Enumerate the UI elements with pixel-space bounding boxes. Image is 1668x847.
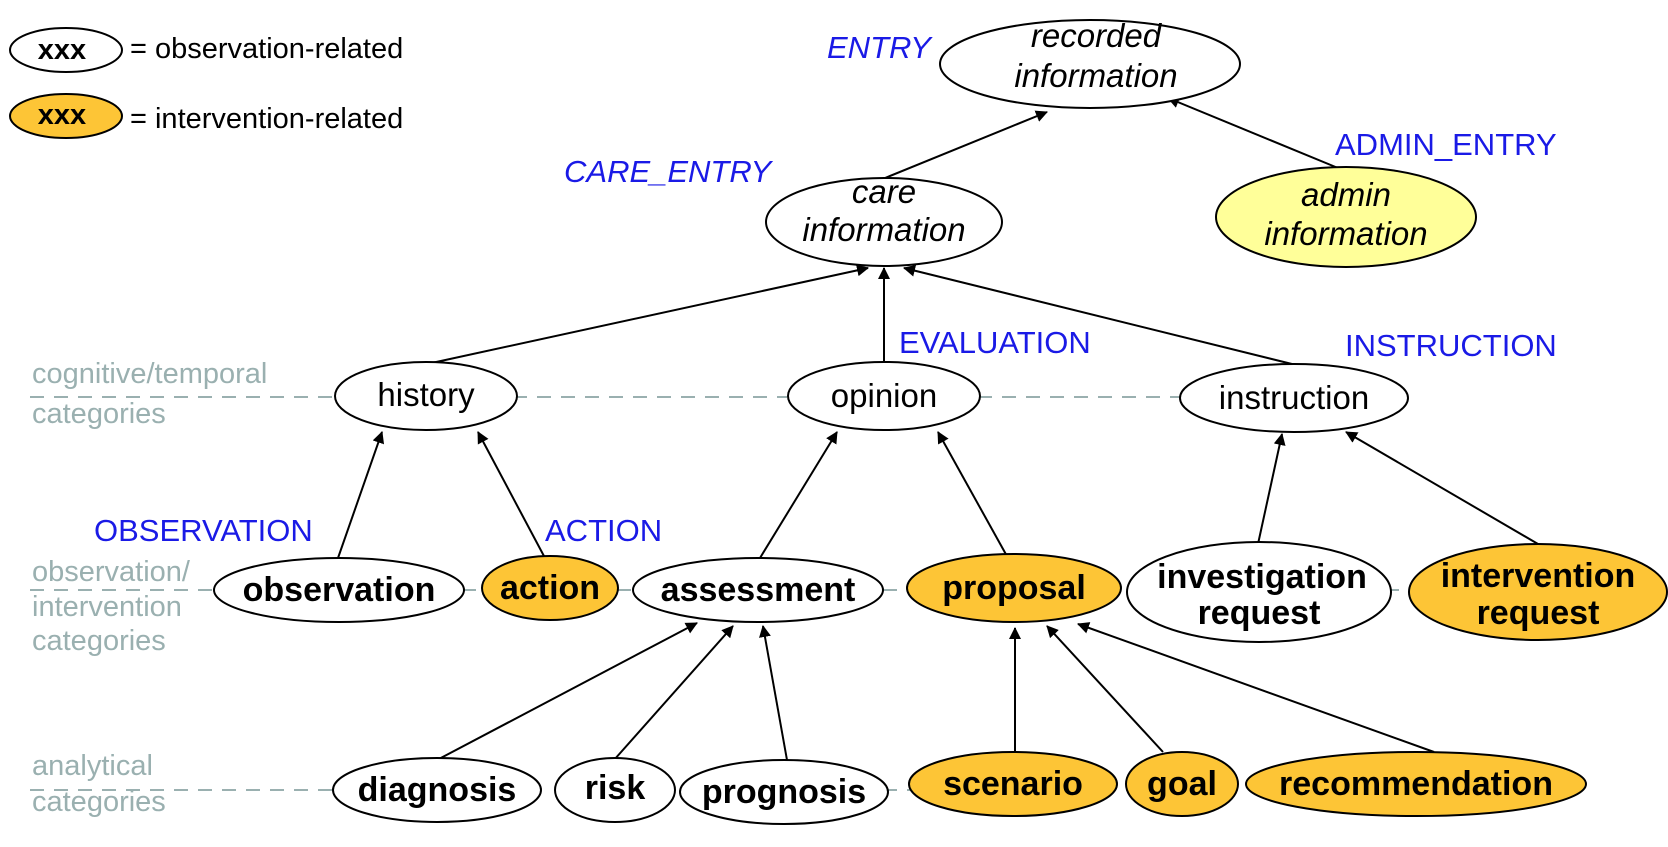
- category-obsint-line2: intervention: [32, 591, 182, 623]
- edge-action-to-history: [477, 431, 546, 559]
- node-admin-line1: admin: [1301, 176, 1391, 213]
- node-goal-label: goal: [1147, 765, 1217, 803]
- node-history-label: history: [377, 376, 475, 413]
- node-observation-ellipse: [213, 557, 465, 623]
- node-goal: goal: [1125, 751, 1239, 817]
- class-label-evaluation: EVALUATION: [899, 325, 1091, 360]
- edges: [337, 96, 1539, 761]
- node-admin-line2: information: [1264, 215, 1427, 252]
- node-recorded-line1: recorded: [1031, 17, 1163, 54]
- node-diagnosis-label: diagnosis: [358, 771, 517, 809]
- node-opinion: opinion: [787, 361, 981, 431]
- legend-intervention-key: xxx: [38, 99, 86, 131]
- node-intervention-line1: intervention: [1441, 557, 1636, 595]
- node-investigation-request: investigation request: [1126, 541, 1392, 643]
- node-risk-label: risk: [585, 769, 646, 807]
- node-proposal-label: proposal: [942, 569, 1086, 607]
- category-obsint-line1: observation/: [32, 556, 191, 588]
- edge-observation-to-history: [337, 431, 385, 559]
- edge-admin-to-recorded: [1167, 96, 1339, 169]
- edge-instruction-to-care: [903, 264, 1301, 367]
- edge-assessment-to-opinion: [759, 431, 838, 559]
- node-assessment-label: assessment: [661, 571, 856, 609]
- node-instruction: instruction: [1179, 363, 1409, 433]
- edge-diagnosis-to-assessment: [436, 622, 698, 761]
- edge-proposal-to-opinion: [937, 431, 1009, 559]
- class-label-admin-entry: ADMIN_ENTRY: [1335, 127, 1557, 162]
- category-analytical-line2: categories: [32, 786, 166, 818]
- node-prognosis-label: prognosis: [702, 773, 866, 811]
- edge-recommendation-to-proposal: [1077, 622, 1435, 753]
- class-label-action: ACTION: [545, 513, 662, 548]
- node-assessment: assessment: [632, 557, 884, 623]
- node-goal-ellipse: [1125, 751, 1239, 817]
- node-admin-information: admin information: [1215, 166, 1477, 268]
- node-instruction-label: instruction: [1219, 379, 1369, 416]
- node-scenario-ellipse: [908, 751, 1118, 817]
- node-intervention-ellipse: [1408, 543, 1668, 641]
- node-observation: observation: [213, 557, 465, 623]
- node-investigation-line1: investigation: [1157, 558, 1367, 596]
- node-recorded-line2: information: [1014, 57, 1177, 94]
- node-diagnosis-ellipse: [332, 757, 542, 823]
- node-instruction-ellipse: [1179, 363, 1409, 433]
- node-assessment-ellipse: [632, 557, 884, 623]
- node-intervention-request: intervention request: [1408, 543, 1668, 641]
- node-history: history: [334, 361, 518, 431]
- node-care-information: care information: [765, 173, 1003, 267]
- category-obsint-line3: categories: [32, 625, 166, 657]
- edge-history-to-care: [426, 264, 869, 365]
- node-admin-ellipse: [1215, 166, 1477, 268]
- node-care-line2: information: [802, 211, 965, 248]
- node-diagnosis: diagnosis: [332, 757, 542, 823]
- class-label-entry: ENTRY: [827, 30, 933, 65]
- node-prognosis-ellipse: [679, 759, 889, 825]
- node-risk: risk: [554, 757, 676, 823]
- edge-intervention-to-instruction: [1345, 431, 1539, 545]
- node-history-ellipse: [334, 361, 518, 431]
- class-label-observation: OBSERVATION: [94, 513, 313, 548]
- node-recommendation: recommendation: [1245, 751, 1587, 817]
- node-investigation-ellipse: [1126, 541, 1392, 643]
- edge-investigation-to-instruction: [1257, 433, 1286, 545]
- node-opinion-label: opinion: [831, 377, 937, 414]
- node-recorded-ellipse: [939, 19, 1241, 109]
- category-cognitive-line1: cognitive/temporal: [32, 358, 267, 390]
- node-action-label: action: [500, 569, 600, 607]
- legend-observation-swatch: [9, 27, 123, 73]
- node-recommendation-ellipse: [1245, 751, 1587, 817]
- category-analytical-line1: analytical: [32, 750, 153, 782]
- node-investigation-line2: request: [1198, 594, 1321, 632]
- class-label-care-entry: CARE_ENTRY: [564, 154, 774, 189]
- node-care-line1: care: [852, 173, 916, 210]
- node-opinion-ellipse: [787, 361, 981, 431]
- node-risk-ellipse: [554, 757, 676, 823]
- node-recommendation-label: recommendation: [1279, 765, 1553, 803]
- legend-observation-label: = observation-related: [130, 33, 403, 65]
- edge-risk-to-assessment: [613, 625, 734, 761]
- node-action-ellipse: [481, 555, 619, 621]
- edge-care-to-recorded: [884, 110, 1048, 179]
- node-recorded-information: recorded information: [939, 17, 1241, 109]
- legend-intervention-label: = intervention-related: [130, 103, 403, 135]
- node-scenario: scenario: [908, 751, 1118, 817]
- class-label-instruction: INSTRUCTION: [1345, 328, 1557, 363]
- node-proposal-ellipse: [906, 553, 1122, 623]
- node-scenario-label: scenario: [943, 765, 1083, 803]
- node-observation-label: observation: [243, 571, 436, 609]
- category-cognitive-line2: categories: [32, 398, 166, 430]
- legend-observation-key: xxx: [38, 34, 86, 66]
- legend-intervention-swatch: [9, 93, 123, 139]
- category-labels: cognitive/temporal categories observatio…: [32, 358, 267, 818]
- node-care-ellipse: [765, 177, 1003, 267]
- edge-prognosis-to-assessment: [759, 625, 788, 761]
- node-prognosis: prognosis: [679, 759, 889, 825]
- node-action: action: [481, 555, 619, 621]
- class-labels: ENTRY CARE_ENTRY ADMIN_ENTRY EVALUATION …: [94, 30, 1557, 548]
- legend: xxx = observation-related xxx = interven…: [9, 27, 403, 139]
- edge-goal-to-proposal: [1046, 625, 1164, 753]
- node-proposal: proposal: [906, 553, 1122, 623]
- node-intervention-line2: request: [1477, 594, 1600, 632]
